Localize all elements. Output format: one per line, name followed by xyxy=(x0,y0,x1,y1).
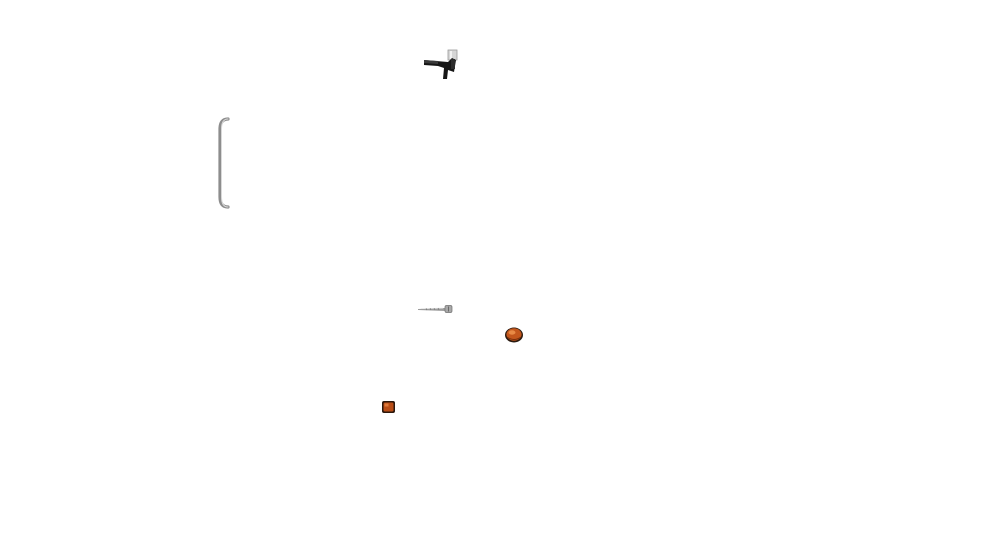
amber-marker-lamp-square-icon[interactable] xyxy=(380,399,397,415)
screw-icon[interactable] xyxy=(415,302,457,316)
grab-handle-icon[interactable] xyxy=(212,114,236,212)
mounting-bracket-icon[interactable] xyxy=(418,46,464,84)
amber-marker-lamp-round-icon[interactable] xyxy=(503,325,525,344)
